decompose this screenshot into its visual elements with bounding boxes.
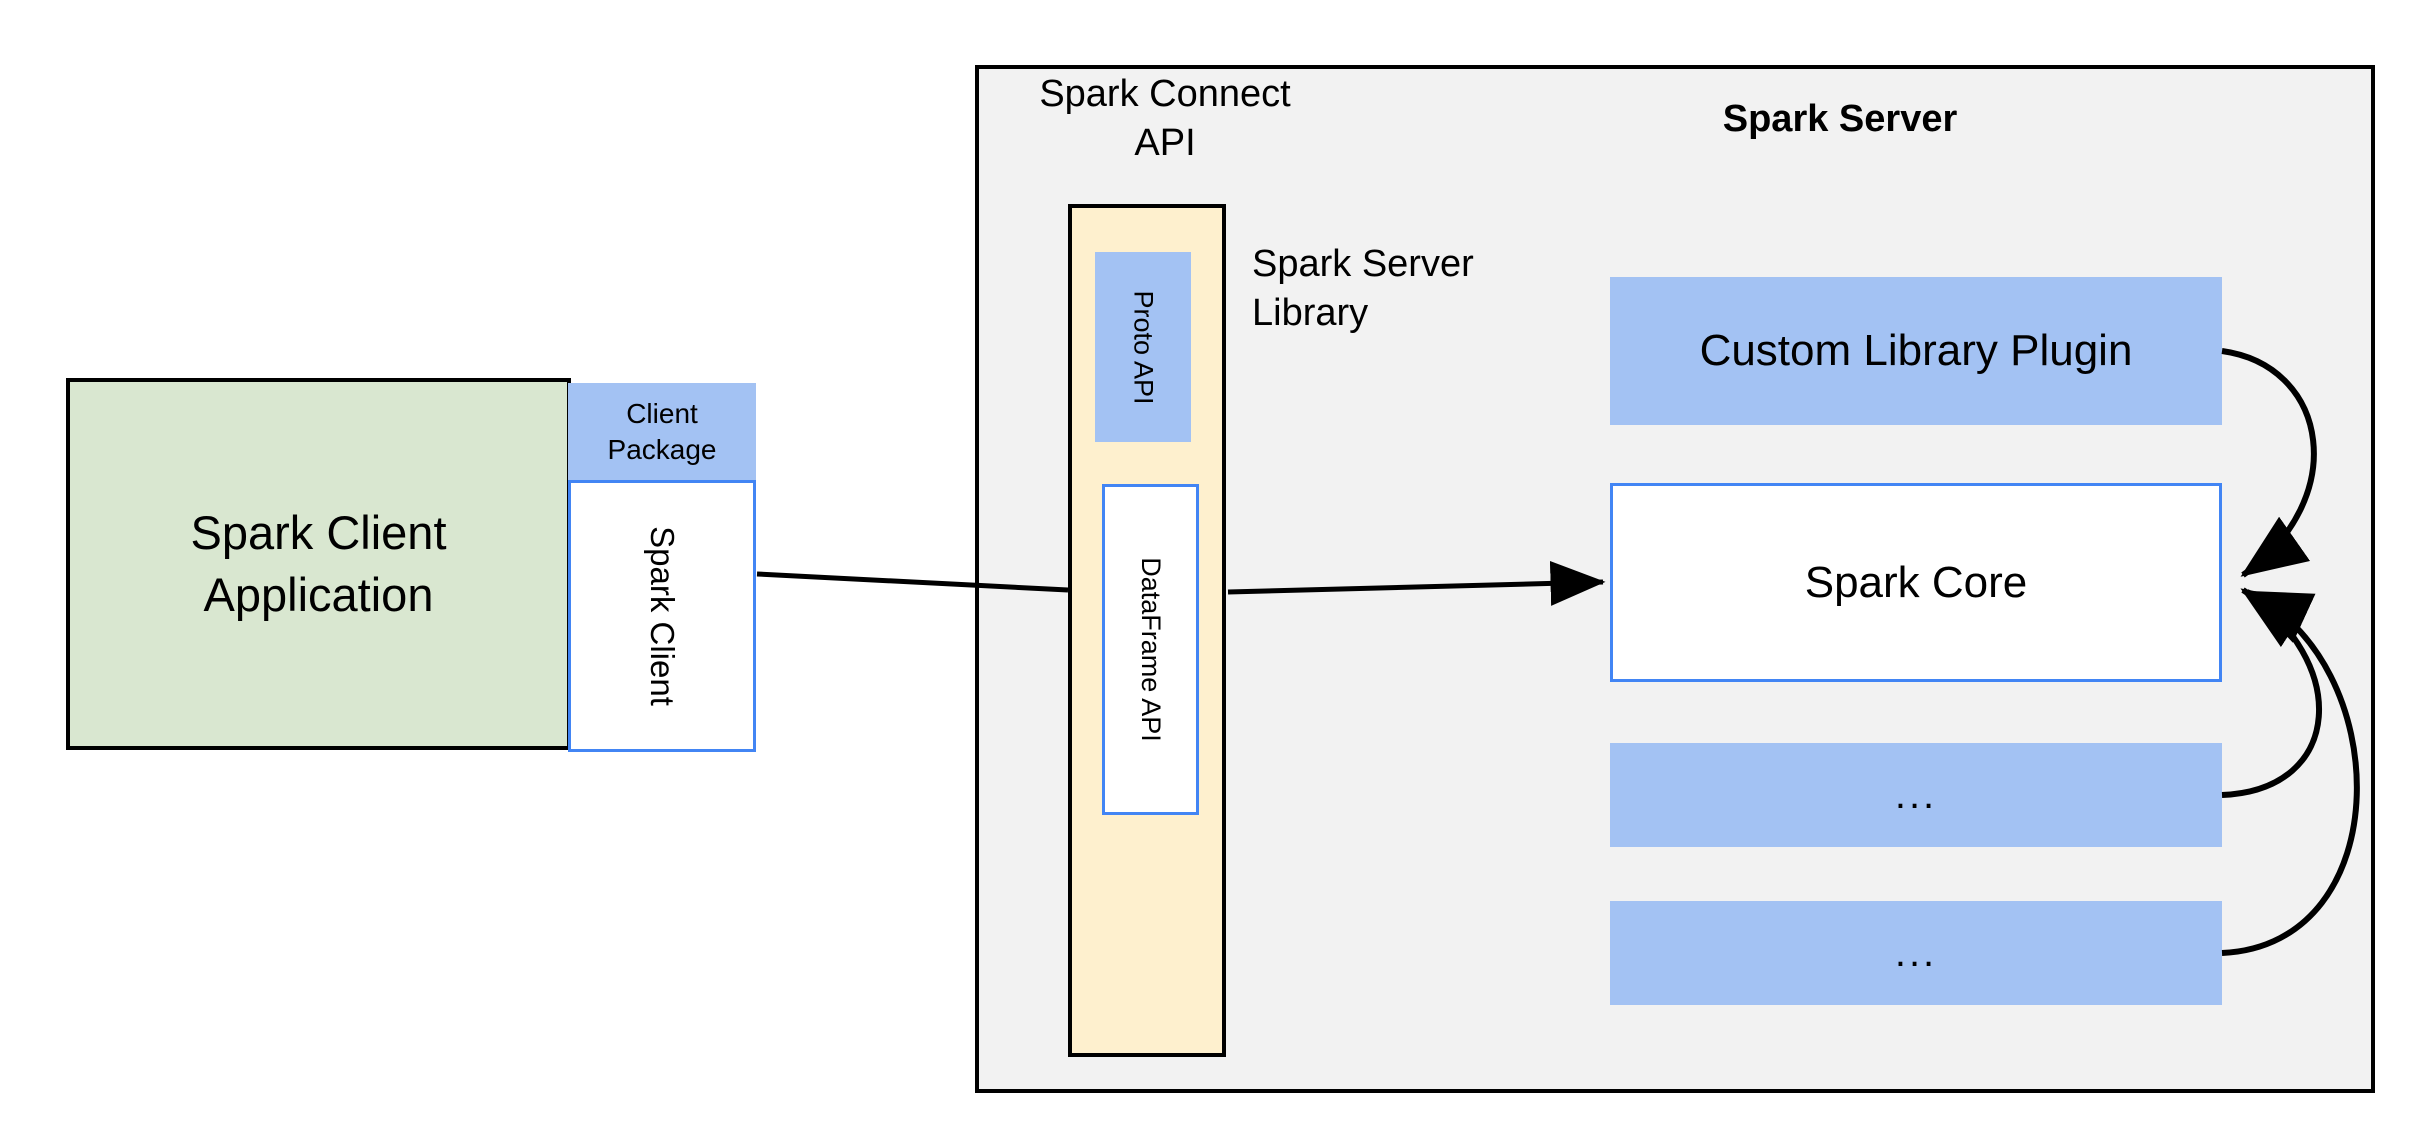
spark-server-library-label: Spark Server Library bbox=[1252, 243, 1474, 335]
dataframe-api-box: DataFrame API bbox=[1102, 484, 1199, 815]
server-component-ellipsis-1: ... bbox=[1610, 743, 2222, 847]
server-component-ellipsis-2-label: ... bbox=[1894, 930, 1938, 975]
server-component-ellipsis-1-label: ... bbox=[1894, 772, 1938, 817]
spark-core-label: Spark Core bbox=[1804, 557, 2028, 607]
client-package-label: Client Package bbox=[607, 397, 717, 465]
server-component-ellipsis-2: ... bbox=[1610, 901, 2222, 1005]
spark-client-application-label: Spark Client Application bbox=[190, 505, 447, 621]
custom-library-plugin-label: Custom Library Plugin bbox=[1699, 326, 2133, 375]
spark-client-application-box: Spark Client Application bbox=[66, 378, 571, 750]
spark-server-title: Spark Server bbox=[1722, 98, 1958, 140]
client-package-box: Client Package bbox=[568, 383, 756, 480]
proto-api-box: Proto API bbox=[1095, 252, 1191, 442]
spark-connect-api-label: Spark Connect API bbox=[1039, 73, 1291, 165]
spark-client-box: Spark Client bbox=[568, 480, 756, 752]
spark-client-label: Spark Client bbox=[644, 526, 681, 706]
dataframe-api-label: DataFrame API bbox=[1136, 557, 1167, 742]
proto-api-label: Proto API bbox=[1128, 289, 1159, 405]
spark-core-box: Spark Core bbox=[1610, 483, 2222, 682]
custom-library-plugin-box: Custom Library Plugin bbox=[1610, 277, 2222, 425]
